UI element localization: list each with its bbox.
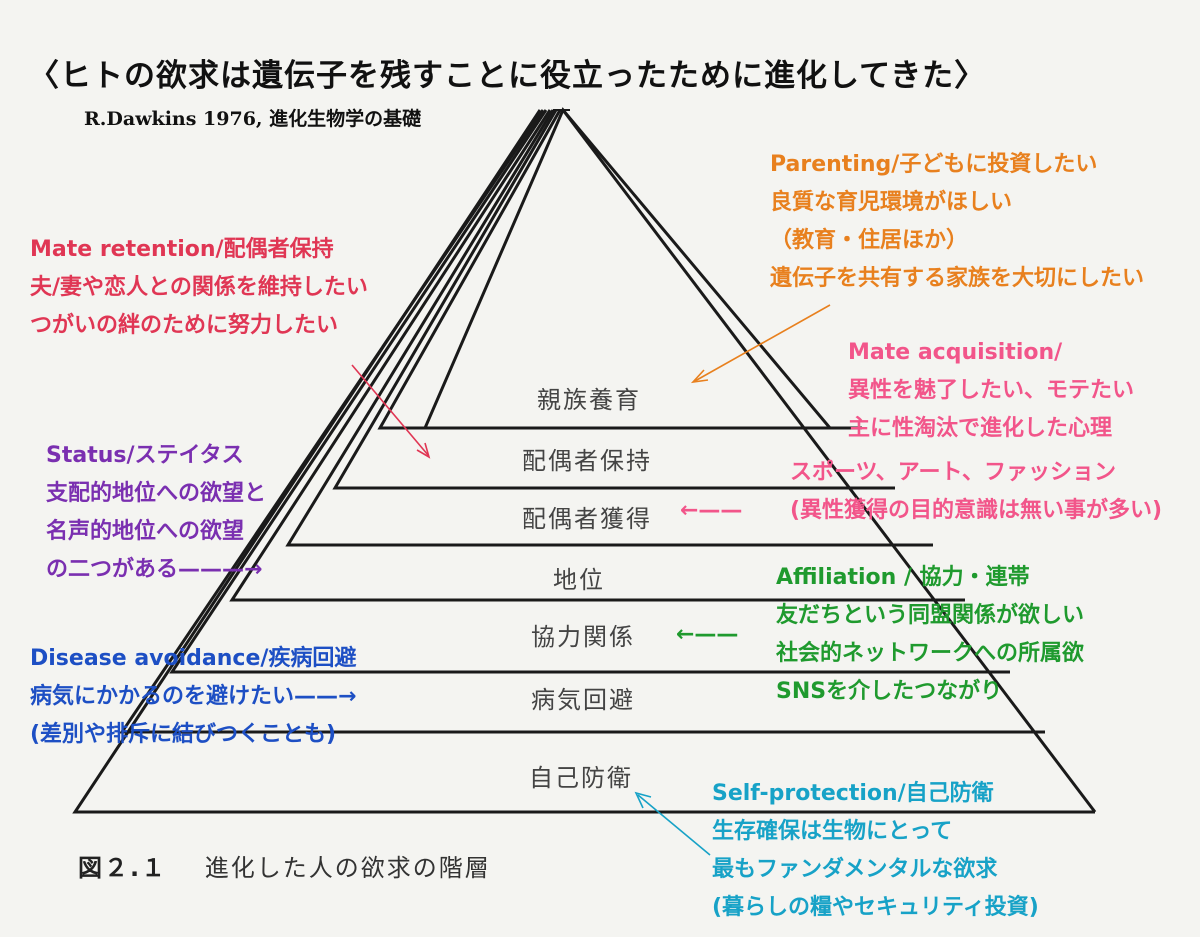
parenting-annotation: Parenting/子どもに投資したい 良質な育児環境がほしい （教育・住居ほか… — [770, 146, 1144, 298]
disease-avoidance-line-2: 病気にかかるのを避けたい——→ — [30, 684, 357, 709]
self-protection-line-3: 最もファンダメンタルな欲求 — [712, 857, 998, 882]
figure-caption: 図２.１ 進化した人の欲求の階層 — [78, 848, 491, 883]
status-line-3: 名声的地位への欲望 — [46, 519, 245, 544]
mate-acquisition-line-2: 異性を魅了したい、モテたい — [848, 378, 1135, 403]
pyramid-outline-apex-5 — [169, 109, 1010, 674]
affiliation-arrow: ←—— — [676, 622, 739, 647]
citation-subtitle: R.Dawkins 1976, 進化生物学の基礎 — [84, 108, 422, 130]
affiliation-line-4: SNSを介したつながり — [776, 679, 1003, 704]
disease-avoidance-annotation: Disease avoidance/疾病回避 病気にかかるのを避けたい——→ (… — [30, 640, 356, 754]
mate-retention-line-2: 夫/妻や恋人との関係を維持したい — [30, 275, 368, 300]
self-protection-line-4: (暮らしの糧やセキュリティ投資) — [712, 895, 1039, 920]
level-mate-acquisition: 配偶者獲得 — [522, 505, 652, 533]
parenting-line-3: （教育・住居ほか） — [770, 228, 969, 253]
self-protection-line-2: 生存確保は生物にとって — [712, 819, 953, 844]
mate-retention-line-3: つがいの絆のために努力したい — [30, 313, 339, 338]
disease-avoidance-line-1: Disease avoidance/疾病回避 — [30, 646, 357, 671]
affiliation-line-1: Affiliation / 協力・連帯 — [776, 565, 1030, 590]
mate-acquisition-extra-2: (異性獲得の目的意識は無い事が多い) — [790, 498, 1163, 523]
level-kin-care: 親族養育 — [537, 386, 641, 414]
mate-acquisition-arrow: ←—— — [680, 498, 743, 523]
pyramid-outlines — [72, 107, 1097, 814]
level-status: 地位 — [553, 566, 605, 594]
level-self-protection: 自己防衛 — [529, 764, 633, 792]
level-mate-retention: 配偶者保持 — [522, 447, 652, 475]
pyramid-outline-apex-2 — [332, 109, 895, 490]
parenting-line-2: 良質な育児環境がほしい — [770, 190, 1013, 215]
affiliation-annotation: Affiliation / 協力・連帯 友だちという同盟関係が欲しい 社会的ネッ… — [776, 559, 1084, 711]
mate-acquisition-line-1: Mate acquisition/ — [848, 340, 1063, 365]
self-protection-annotation: Self-protection/自己防衛 生存確保は生物にとって 最もファンダメ… — [712, 775, 1039, 927]
status-line-2: 支配的地位への欲望と — [46, 481, 267, 506]
level-affiliation: 協力関係 — [531, 623, 635, 651]
pyramid-outline-apex-3 — [285, 109, 933, 547]
mate-acquisition-examples: スポーツ、アート、ファッション (異性獲得の目的意識は無い事が多い) — [790, 454, 1162, 530]
mate-retention-arrow — [351, 364, 429, 456]
parenting-arrow — [694, 304, 831, 382]
mate-acquisition-annotation: Mate acquisition/ 異性を魅了したい、モテたい 主に性淘汰で進化… — [848, 334, 1134, 448]
affiliation-line-3: 社会的ネットワークへの所属欲 — [776, 641, 1085, 666]
status-line-4: の二つがある———→ — [46, 557, 263, 582]
pyramid-outline-apex-4 — [229, 109, 965, 602]
level-disease-avoidance: 病気回避 — [531, 686, 635, 714]
status-line-1: Status/ステイタス — [46, 443, 244, 468]
self-protection-line-1: Self-protection/自己防衛 — [712, 781, 994, 806]
mate-acquisition-extra-1: スポーツ、アート、ファッション — [790, 460, 1117, 485]
pyramid-outline-apex-6 — [119, 109, 1045, 734]
mate-acquisition-line-3: 主に性淘汰で進化した心理 — [848, 416, 1113, 441]
parenting-line-1: Parenting/子どもに投資したい — [770, 152, 1098, 177]
parenting-line-4: 遺伝子を共有する家族を大切にしたい — [770, 266, 1145, 291]
figure-caption-text: 進化した人の欲求の階層 — [204, 854, 491, 882]
pyramid-right-edge — [561, 109, 1097, 813]
page-title: 〈ヒトの欲求は遺伝子を残すことに役立ったために進化してきた〉 — [28, 58, 987, 94]
status-annotation: Status/ステイタス 支配的地位への欲望と 名声的地位への欲望 の二つがある… — [46, 437, 266, 589]
self-protection-arrow — [637, 794, 711, 856]
mate-retention-annotation: Mate retention/配偶者保持 夫/妻や恋人との関係を維持したい つが… — [30, 231, 368, 345]
mate-retention-line-1: Mate retention/配偶者保持 — [30, 237, 334, 262]
annotation-arrows — [351, 304, 831, 856]
figure-number: 図２.１ — [78, 854, 168, 882]
disease-avoidance-line-3: (差別や排斥に結びつくことも) — [30, 722, 337, 747]
affiliation-line-2: 友だちという同盟関係が欲しい — [776, 603, 1085, 628]
pyramid-top-section — [422, 107, 834, 430]
